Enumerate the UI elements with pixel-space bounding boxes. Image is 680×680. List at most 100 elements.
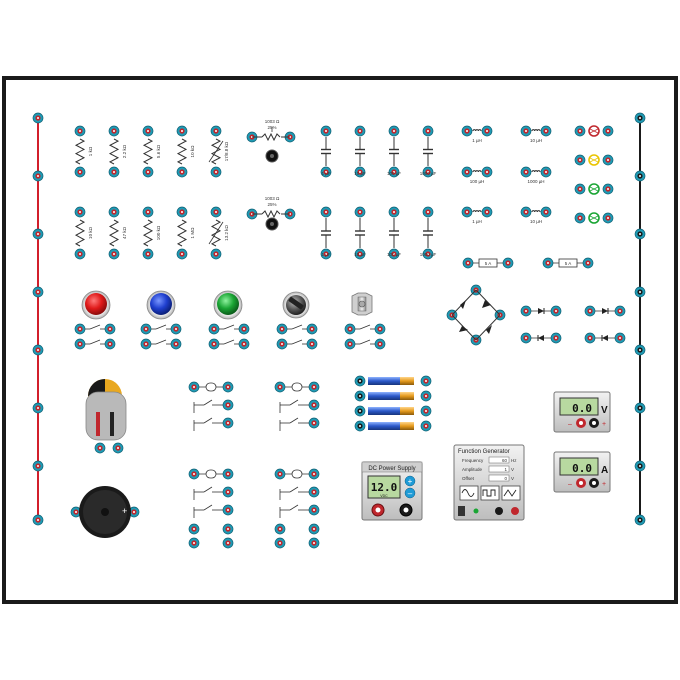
- jack-icon[interactable]: [274, 537, 286, 549]
- jack-icon[interactable]: [354, 166, 366, 178]
- jack-icon[interactable]: [634, 514, 646, 526]
- diode-icon[interactable]: [584, 305, 626, 317]
- jack-icon[interactable]: [422, 125, 434, 137]
- capacitor[interactable]: 1000 µF: [420, 206, 437, 260]
- jack-icon[interactable]: [461, 125, 473, 137]
- switch-contact[interactable]: [208, 338, 250, 350]
- jack-icon[interactable]: [208, 323, 220, 335]
- jack-icon[interactable]: [520, 332, 532, 344]
- switch-contact[interactable]: [140, 323, 182, 335]
- jack-icon[interactable]: [462, 257, 474, 269]
- jack-icon[interactable]: [74, 338, 86, 350]
- relay-contact[interactable]: [274, 523, 320, 549]
- jack-icon[interactable]: [188, 523, 200, 535]
- jack-icon[interactable]: [308, 537, 320, 549]
- jack-icon[interactable]: [602, 183, 614, 195]
- jack-icon[interactable]: [354, 125, 366, 137]
- jack-icon[interactable]: [582, 257, 594, 269]
- capacitor[interactable]: 1000 µF: [420, 125, 437, 178]
- jack-icon[interactable]: [74, 125, 86, 137]
- jack-icon[interactable]: [520, 206, 532, 218]
- jack-icon[interactable]: [74, 166, 86, 178]
- fg-value-input[interactable]: [488, 456, 510, 464]
- jack-icon[interactable]: [634, 344, 646, 356]
- push-button-green[interactable]: [213, 290, 243, 320]
- emergency-stop-switch[interactable]: [85, 379, 127, 441]
- jack-icon[interactable]: [32, 460, 44, 472]
- resistor[interactable]: 2.2 kΩ: [108, 125, 127, 178]
- push-button-red[interactable]: [81, 290, 111, 320]
- jack-icon[interactable]: [222, 523, 234, 535]
- jack-icon[interactable]: [112, 442, 124, 454]
- battery-icon[interactable]: [354, 420, 432, 432]
- jack-icon[interactable]: [542, 257, 554, 269]
- jack-icon[interactable]: [481, 206, 493, 218]
- inductor[interactable]: 10 µH: [520, 206, 552, 224]
- jack-icon[interactable]: [108, 166, 120, 178]
- jack-icon[interactable]: [142, 206, 154, 218]
- jack-icon[interactable]: [550, 332, 562, 344]
- jack-icon[interactable]: [308, 504, 320, 516]
- jack-icon[interactable]: [306, 338, 318, 350]
- capacitor[interactable]: 100 µF: [387, 125, 401, 178]
- jack-icon[interactable]: [276, 338, 288, 350]
- potentiometer-1[interactable]: 1003 Ω 25%: [252, 119, 290, 163]
- relay-contact[interactable]: [279, 399, 320, 413]
- relay-coil-icon[interactable]: [188, 468, 234, 480]
- jack-icon[interactable]: [354, 405, 366, 417]
- jack-icon[interactable]: [634, 228, 646, 240]
- fuse[interactable]: 5 A: [542, 257, 594, 269]
- lamp-icon[interactable]: [574, 212, 614, 224]
- switch-contact[interactable]: [344, 323, 386, 335]
- square-wave-button[interactable]: [480, 485, 500, 501]
- dc-power-supply[interactable]: DC Power Supply 12.0 VDC + –: [361, 461, 423, 521]
- jack-icon[interactable]: [354, 206, 366, 218]
- jack-icon[interactable]: [104, 338, 116, 350]
- jack-icon[interactable]: [320, 125, 332, 137]
- dc-supply-up-button[interactable]: [404, 475, 416, 487]
- voltmeter[interactable]: 0.0 V – +: [553, 391, 611, 433]
- jack-icon[interactable]: [354, 375, 366, 387]
- jack-icon[interactable]: [74, 248, 86, 260]
- jack-icon[interactable]: [188, 468, 200, 480]
- jack-icon[interactable]: [238, 323, 250, 335]
- inductor[interactable]: 10 µH: [520, 125, 552, 143]
- jack-icon[interactable]: [274, 468, 286, 480]
- jack-icon[interactable]: [308, 468, 320, 480]
- fg-output-terminal-black[interactable]: [495, 507, 503, 515]
- inductor[interactable]: 100 µH: [461, 166, 493, 184]
- jack-icon[interactable]: [354, 248, 366, 260]
- resistor[interactable]: 10 kΩ: [74, 206, 93, 260]
- jack-icon[interactable]: [574, 183, 586, 195]
- battery-icon[interactable]: [354, 390, 432, 402]
- capacitor[interactable]: 10 µF: [354, 125, 366, 178]
- jack-icon[interactable]: [32, 170, 44, 182]
- jack-icon[interactable]: [584, 305, 596, 317]
- relay-contact[interactable]: [188, 523, 234, 549]
- jack-icon[interactable]: [461, 166, 473, 178]
- jack-icon[interactable]: [210, 206, 222, 218]
- lamp-icon[interactable]: [574, 154, 614, 166]
- jack-icon[interactable]: [188, 381, 200, 393]
- jack-icon[interactable]: [481, 166, 493, 178]
- jack-icon[interactable]: [602, 212, 614, 224]
- jack-icon[interactable]: [104, 323, 116, 335]
- jack-icon[interactable]: [222, 468, 234, 480]
- relay-contact[interactable]: [279, 486, 320, 500]
- rotary-selector-switch[interactable]: [282, 291, 310, 319]
- jack-icon[interactable]: [602, 125, 614, 137]
- jack-icon[interactable]: [32, 286, 44, 298]
- jack-icon[interactable]: [634, 112, 646, 124]
- switch-contact[interactable]: [208, 323, 250, 335]
- relay-coil-icon[interactable]: [274, 381, 320, 393]
- ammeter[interactable]: 0.0 A – +: [553, 451, 611, 493]
- jack-icon[interactable]: [344, 338, 356, 350]
- jack-icon[interactable]: [308, 417, 320, 429]
- jack-icon[interactable]: [210, 125, 222, 137]
- diode-icon[interactable]: [520, 305, 562, 317]
- jack-icon[interactable]: [374, 323, 386, 335]
- jack-icon[interactable]: [308, 523, 320, 535]
- jack-icon[interactable]: [422, 206, 434, 218]
- jack-icon[interactable]: [420, 405, 432, 417]
